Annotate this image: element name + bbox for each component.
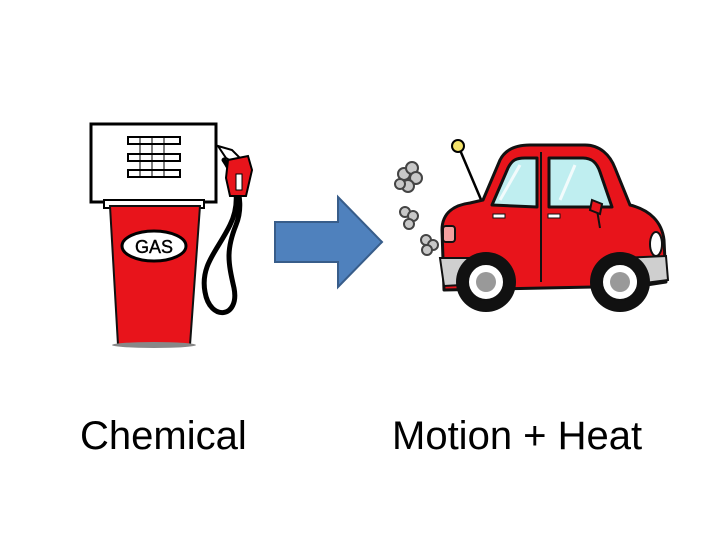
car-icon <box>440 140 668 312</box>
exhaust-smoke-icon <box>395 162 438 255</box>
gas-pump-icon: GAS <box>91 124 252 348</box>
car-windows <box>492 158 612 207</box>
arrow-right-icon <box>275 197 382 287</box>
label-motion-heat: Motion + Heat <box>392 412 642 460</box>
car-wheel-rear <box>456 252 516 312</box>
pump-counter-rows <box>128 137 180 177</box>
fuel-nozzle-icon <box>218 146 252 196</box>
label-chemical: Chemical <box>80 412 247 460</box>
energy-conversion-illustration: GAS <box>0 0 720 400</box>
car-wheel-front <box>590 252 650 312</box>
gas-badge-text: GAS <box>135 237 173 257</box>
